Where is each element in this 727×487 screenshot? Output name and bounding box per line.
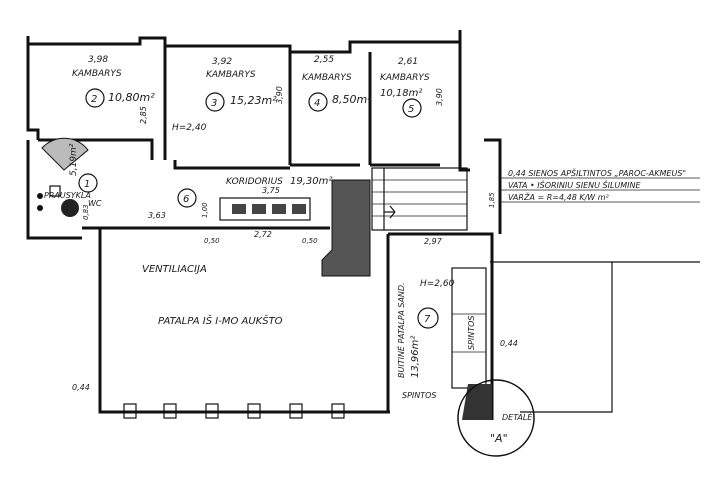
room1-number: 1 xyxy=(84,179,90,190)
detail-id: "A" xyxy=(490,432,508,445)
room2-width: 3,98 xyxy=(88,55,108,65)
room5-width: 2,61 xyxy=(398,57,418,67)
dim-050-b: 0,50 xyxy=(302,237,318,245)
dim-044-b: 0,44 xyxy=(500,339,518,348)
corridor-name: KORIDORIUS xyxy=(226,177,283,187)
dim-corr-len: 3,63 xyxy=(148,211,166,220)
wardrobes-side: SPINTOS xyxy=(467,315,476,350)
room4-area: 8,50m² xyxy=(332,93,372,106)
room2-area: 10,80m² xyxy=(108,91,155,104)
bathroom-fixtures xyxy=(37,137,89,217)
wardrobes-bottom: SPINTOS xyxy=(402,391,437,400)
lower-room-label: PATALPA IŠ I-MO AUKŠTO xyxy=(158,314,283,327)
bottom-windows xyxy=(123,403,345,419)
room5-number: 5 xyxy=(408,104,414,115)
room4-name: KAMBARYS xyxy=(302,73,352,83)
room4-width: 2,55 xyxy=(314,55,334,65)
room3-area: 15,23m² xyxy=(230,94,277,107)
dim-corr-w: 1,00 xyxy=(201,202,209,218)
room3-name: KAMBARYS xyxy=(206,70,256,80)
corridor-width: 3,75 xyxy=(262,186,280,195)
staircase xyxy=(321,167,468,277)
insulation-leaders xyxy=(500,177,700,203)
room-number-circles xyxy=(78,88,439,329)
room2-name: KAMBARYS xyxy=(72,69,122,79)
room2-number: 2 xyxy=(91,94,97,105)
room2-depth: 2,85 xyxy=(139,106,148,124)
insulation-note-1: 0,44 SIENOS APŠILTINTOS „PAROC-AKMEUS" xyxy=(508,167,686,178)
room1-area: 5,19m² xyxy=(69,143,79,176)
ceiling-height: H=2,40 xyxy=(172,123,207,133)
room1-wc: WC xyxy=(88,199,102,208)
insulation-note-3: VARŽA = R=4,48 K/W m² xyxy=(508,191,610,202)
dim-185: 1,85 xyxy=(488,192,496,208)
corridor-number: 6 xyxy=(183,194,189,205)
room3-depth: 3,90 xyxy=(275,86,284,104)
bath-width: 0,83 xyxy=(82,204,90,220)
dim-044-a: 0,44 xyxy=(72,383,90,392)
detail-label: DETALĖ xyxy=(502,412,533,422)
detail-a-marker xyxy=(457,379,535,457)
room7-number: 7 xyxy=(424,314,431,325)
dim-272: 2,72 xyxy=(254,230,272,239)
room3-number: 3 xyxy=(211,98,217,109)
corridor-wardrobe-blocks xyxy=(219,197,311,221)
room7-name: BUITINĖ PATALPA SAND. xyxy=(396,282,406,378)
insulation-note-2: VATA • IŠORINIU SIENU ŠILUMINE xyxy=(508,179,642,190)
room4-number: 4 xyxy=(314,98,320,109)
room3-width: 3,92 xyxy=(212,57,232,67)
room5-name: KAMBARYS xyxy=(380,73,430,83)
room5-area: 10,18m² xyxy=(380,88,422,99)
ventilation-label: VENTILIACIJA xyxy=(142,264,207,275)
room7-area: 13,96m² xyxy=(410,336,421,378)
room5-depth: 3,90 xyxy=(435,88,444,106)
dim-297: 2,97 xyxy=(424,237,443,246)
room1-name: PRAUSYKLA xyxy=(44,191,91,200)
corridor-area: 19,30m² xyxy=(290,176,332,187)
room7-height: H=2,60 xyxy=(420,279,455,289)
dim-050-a: 0,50 xyxy=(204,237,220,245)
walls xyxy=(26,30,700,420)
